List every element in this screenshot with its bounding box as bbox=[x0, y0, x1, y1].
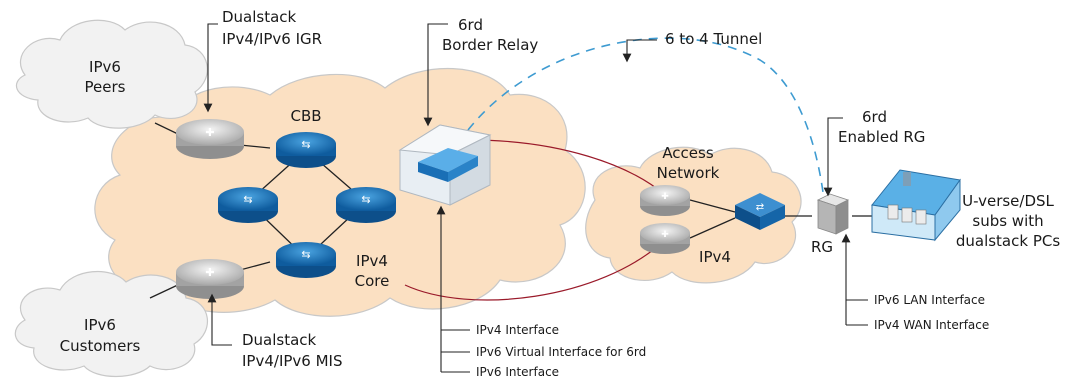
access-label-2: Network bbox=[657, 164, 720, 182]
ipv4-access-label: IPv4 bbox=[699, 248, 731, 266]
enabled-rg-label-1: 6rd bbox=[862, 108, 887, 126]
core-label-1: IPv4 bbox=[356, 252, 388, 270]
rg-iface-1: IPv6 LAN Interface bbox=[874, 293, 985, 307]
subs-label-2: subs with bbox=[972, 212, 1043, 230]
subs-label-3: dualstack PCs bbox=[956, 232, 1060, 250]
svg-text:⇆: ⇆ bbox=[243, 193, 252, 206]
cbb-router-top: ⇆ bbox=[276, 132, 336, 168]
igr-router: ✚ bbox=[176, 119, 244, 159]
svg-text:⇆: ⇆ bbox=[361, 193, 370, 206]
mis-router: ✚ bbox=[176, 259, 244, 299]
customers-label-1: IPv6 bbox=[84, 316, 116, 334]
core-label-2: Core bbox=[355, 272, 390, 290]
svg-text:✚: ✚ bbox=[661, 230, 669, 240]
tunnel-label: 6 to 4 Tunnel bbox=[665, 30, 762, 48]
rg-device bbox=[816, 193, 850, 235]
svg-text:⇆: ⇆ bbox=[301, 138, 310, 151]
cbb-router-bottom: ⇆ bbox=[276, 242, 336, 278]
relay-iface-2: IPv6 Virtual Interface for 6rd bbox=[476, 345, 646, 359]
cbb-label: CBB bbox=[290, 107, 321, 125]
access-cloud bbox=[585, 146, 802, 284]
tunnel-arc bbox=[467, 37, 825, 201]
subs-label-1: U-verse/DSL bbox=[962, 192, 1054, 210]
ipv4-links bbox=[404, 139, 666, 301]
access-label-1: Access bbox=[662, 144, 714, 162]
peers-label-1: IPv6 bbox=[89, 58, 121, 76]
relay-label-1: 6rd bbox=[458, 16, 483, 34]
access-router-top: ✚ bbox=[640, 185, 690, 216]
home-icon bbox=[871, 169, 961, 242]
customers-label-2: Customers bbox=[60, 337, 141, 355]
rg-iface-2: IPv4 WAN Interface bbox=[874, 318, 989, 332]
igr-label-2: IPv4/IPv6 IGR bbox=[222, 30, 322, 48]
svg-text:⇄: ⇄ bbox=[756, 202, 764, 213]
enabled-rg-label-2: Enabled RG bbox=[838, 128, 925, 146]
svg-text:✚: ✚ bbox=[205, 266, 214, 279]
access-router-bottom: ✚ bbox=[640, 223, 690, 254]
svg-text:✚: ✚ bbox=[205, 126, 214, 139]
rg-label: RG bbox=[811, 238, 833, 256]
igr-label-1: Dualstack bbox=[222, 8, 297, 26]
border-relay-device bbox=[398, 124, 492, 206]
peers-cloud bbox=[15, 19, 208, 129]
mis-label-1: Dualstack bbox=[242, 331, 317, 349]
cbb-router-right: ⇆ bbox=[336, 187, 396, 223]
relay-iface-1: IPv4 Interface bbox=[476, 323, 559, 337]
peers-label-2: Peers bbox=[85, 78, 126, 96]
access-switch: ⇄ bbox=[735, 193, 785, 230]
svg-text:⇆: ⇆ bbox=[301, 248, 310, 261]
callout-lines bbox=[203, 23, 868, 373]
customers-cloud bbox=[14, 270, 209, 377]
mis-label-2: IPv4/IPv6 MIS bbox=[242, 352, 343, 370]
relay-label-2: Border Relay bbox=[442, 36, 538, 54]
relay-iface-3: IPv6 Interface bbox=[476, 365, 559, 379]
svg-text:✚: ✚ bbox=[661, 192, 669, 202]
cbb-router-left: ⇆ bbox=[218, 187, 278, 223]
